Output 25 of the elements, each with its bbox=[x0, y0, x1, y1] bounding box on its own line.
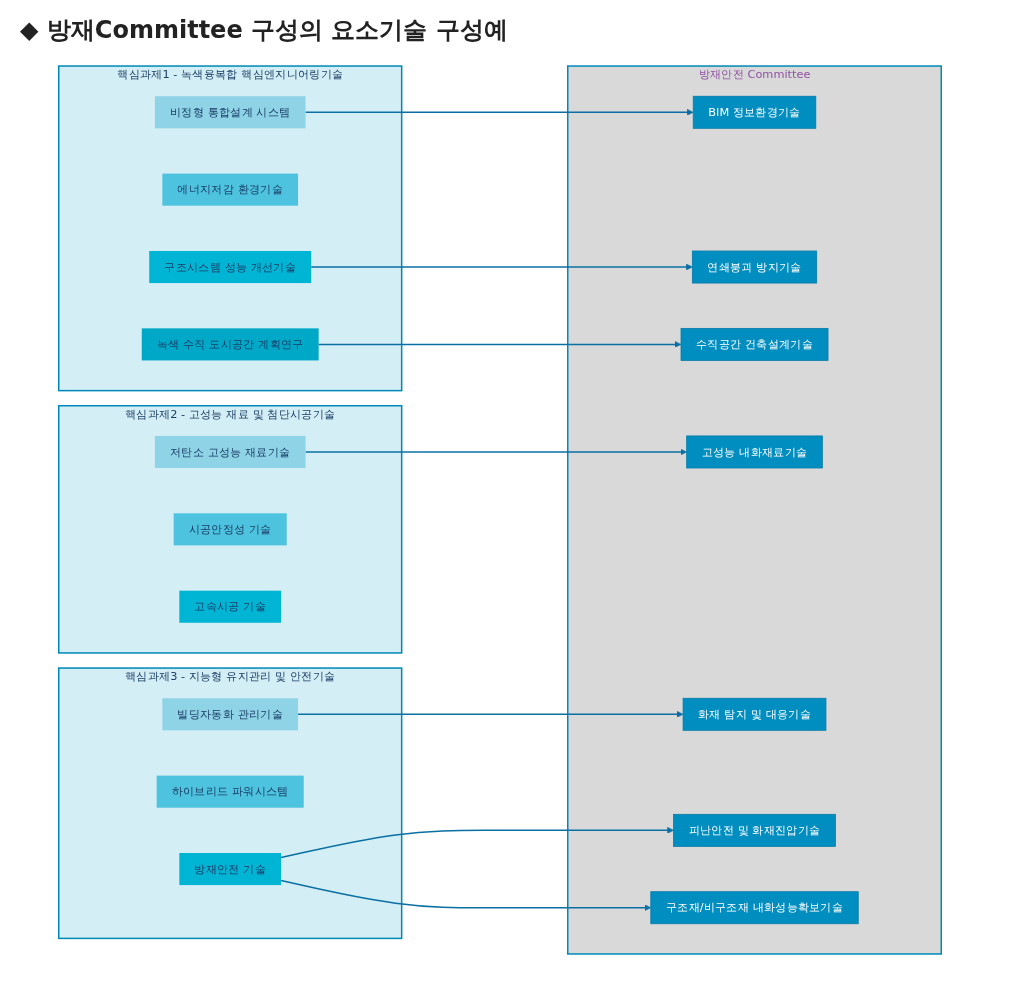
node-box: 에너지저감 환경기술 bbox=[162, 173, 299, 206]
arrow bbox=[304, 448, 687, 456]
node-box: 하이브리드 파워시스템 bbox=[156, 775, 304, 808]
arrow bbox=[280, 827, 674, 859]
arrow bbox=[280, 879, 652, 912]
node-box: 연쇄붕괴 방지기술 bbox=[691, 250, 818, 284]
arrow bbox=[317, 341, 682, 348]
node-box: 피난안전 및 화재진압기술 bbox=[673, 813, 836, 847]
node-box: 고성능 내화재료기술 bbox=[686, 435, 823, 469]
node-box: 빌딩자동화 관리기술 bbox=[162, 698, 299, 731]
node-box: 구조재/비구조재 내화성능확보기술 bbox=[650, 891, 859, 925]
diagram-title: ◆ 방재Committee 구성의 요소기술 구성예 bbox=[20, 15, 508, 46]
arrow bbox=[310, 263, 693, 271]
arrow bbox=[304, 108, 694, 116]
node-box: 수직공간 건축설계기술 bbox=[680, 328, 829, 361]
node-box: 구조시스템 성능 개선기술 bbox=[149, 251, 312, 284]
arrow bbox=[297, 710, 684, 718]
node-box: 시공안정성 기술 bbox=[173, 513, 287, 546]
node-box: 방재안전 기술 bbox=[179, 853, 282, 886]
node-box: 녹색 수직 도시공간 계획연구 bbox=[141, 328, 319, 361]
node-box: BIM 정보환경기술 bbox=[692, 95, 817, 129]
node-box: 화재 탐지 및 대응기술 bbox=[682, 697, 827, 731]
node-box: 비정형 통합설계 시스템 bbox=[154, 96, 306, 129]
node-box: 저탄소 고성능 재료기술 bbox=[154, 435, 306, 468]
node-box: 고속시공 기술 bbox=[179, 590, 282, 623]
